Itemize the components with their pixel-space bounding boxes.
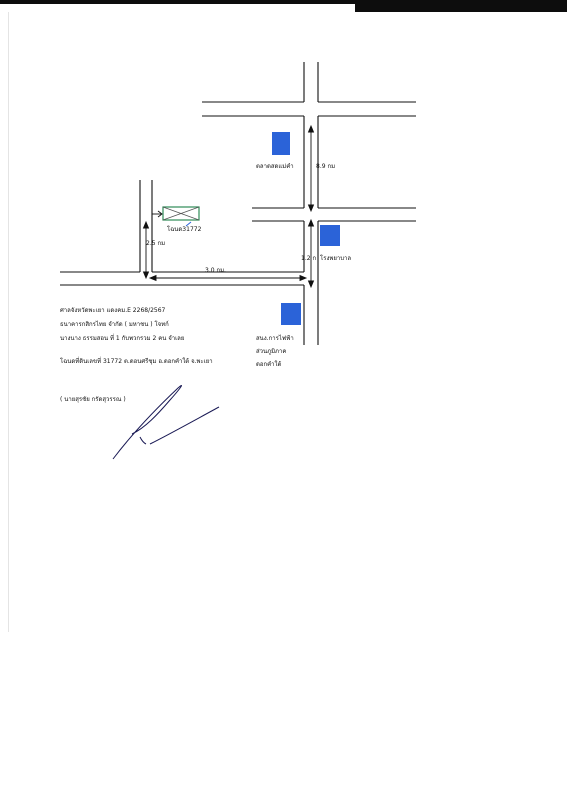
land-deed-label: โฉนด31772: [167, 226, 202, 233]
market-marker: [272, 132, 290, 155]
distance-label-1-2: 1.2 ก: [301, 255, 317, 262]
arrow-head: [307, 124, 315, 133]
scan-left-edge: [8, 12, 9, 632]
arrow-head: [142, 220, 150, 229]
arrow-head: [148, 274, 157, 282]
electric-office-marker: [281, 303, 301, 325]
signature-mark: [112, 385, 220, 460]
arrow-head: [307, 218, 315, 227]
market-label: ตลาดสดแม่คำ: [256, 163, 294, 170]
arrow-head: [142, 271, 150, 280]
land-deed-line: โฉนดที่ดินเลขที่ 31772 ต.ดอนศรีชุม อ.ดอก…: [60, 358, 213, 365]
electric-office-label-3: ดอกคำใต้: [256, 361, 282, 368]
arrow-head: [299, 274, 308, 282]
signer-name: ( นายสุรชัย กรัดสุวรรณ ): [60, 396, 126, 403]
distance-label-8-9: 8.9 กม: [316, 163, 336, 170]
defendant-line: นางนาง ธรรมสอน ที่ 1 กับพวกรวม 2 คน จำเล…: [60, 335, 185, 342]
arrow-head: [307, 204, 315, 213]
arrow-head: [307, 280, 315, 289]
land-plot-marker: [162, 206, 200, 221]
plaintiff-line: ธนาคารกสิกรไทย จำกัด ( มหาชน ) โจทก์: [60, 321, 169, 328]
electric-office-label-1: สนง.การไฟฟ้า: [256, 335, 294, 342]
scan-top-border: [0, 0, 567, 12]
hospital-marker: [320, 225, 340, 246]
distance-label-2-5: 2.5 กม: [146, 240, 166, 247]
electric-office-label-2: ส่วนภูมิภาค: [256, 348, 287, 355]
hospital-label: โรงพยาบาล: [320, 255, 352, 262]
distance-label-3-0: 3.0 กม.: [205, 267, 226, 274]
court-case-line: ศาลจังหวัดพะเยา แดงคม.E 2268/2567: [60, 307, 166, 314]
